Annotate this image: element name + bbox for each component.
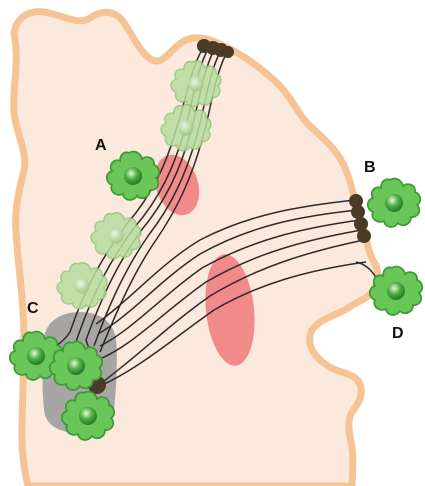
axon-terminal-icon bbox=[357, 229, 371, 243]
label-c: C bbox=[27, 300, 39, 317]
cell-a bbox=[105, 150, 161, 201]
cell-c-left bbox=[8, 330, 64, 381]
axon-terminal-icon bbox=[349, 194, 363, 208]
cell-b bbox=[366, 177, 422, 228]
fiber-bundle-horizontal bbox=[95, 199, 379, 387]
red-region-middle bbox=[205, 254, 255, 366]
label-b: B bbox=[364, 159, 376, 176]
red-region-upper bbox=[154, 154, 200, 216]
stellate-cell-icon bbox=[90, 212, 142, 260]
stellate-cell-icon bbox=[160, 104, 212, 152]
label-d: D bbox=[392, 325, 404, 342]
terminal-cluster-top bbox=[197, 39, 234, 58]
migrating-cells bbox=[56, 60, 222, 310]
terminal-cluster-b bbox=[349, 194, 371, 243]
stellate-cell-icon bbox=[170, 60, 222, 108]
cell-c-center bbox=[48, 340, 104, 391]
axon-terminal-icon bbox=[354, 217, 368, 231]
label-a: A bbox=[95, 137, 107, 154]
stellate-cell-icon bbox=[56, 262, 108, 310]
cell-c-bottom bbox=[60, 390, 116, 441]
axon-terminal-icon bbox=[222, 46, 234, 58]
axon-terminal-icon bbox=[351, 205, 365, 219]
cell-d bbox=[368, 265, 424, 316]
